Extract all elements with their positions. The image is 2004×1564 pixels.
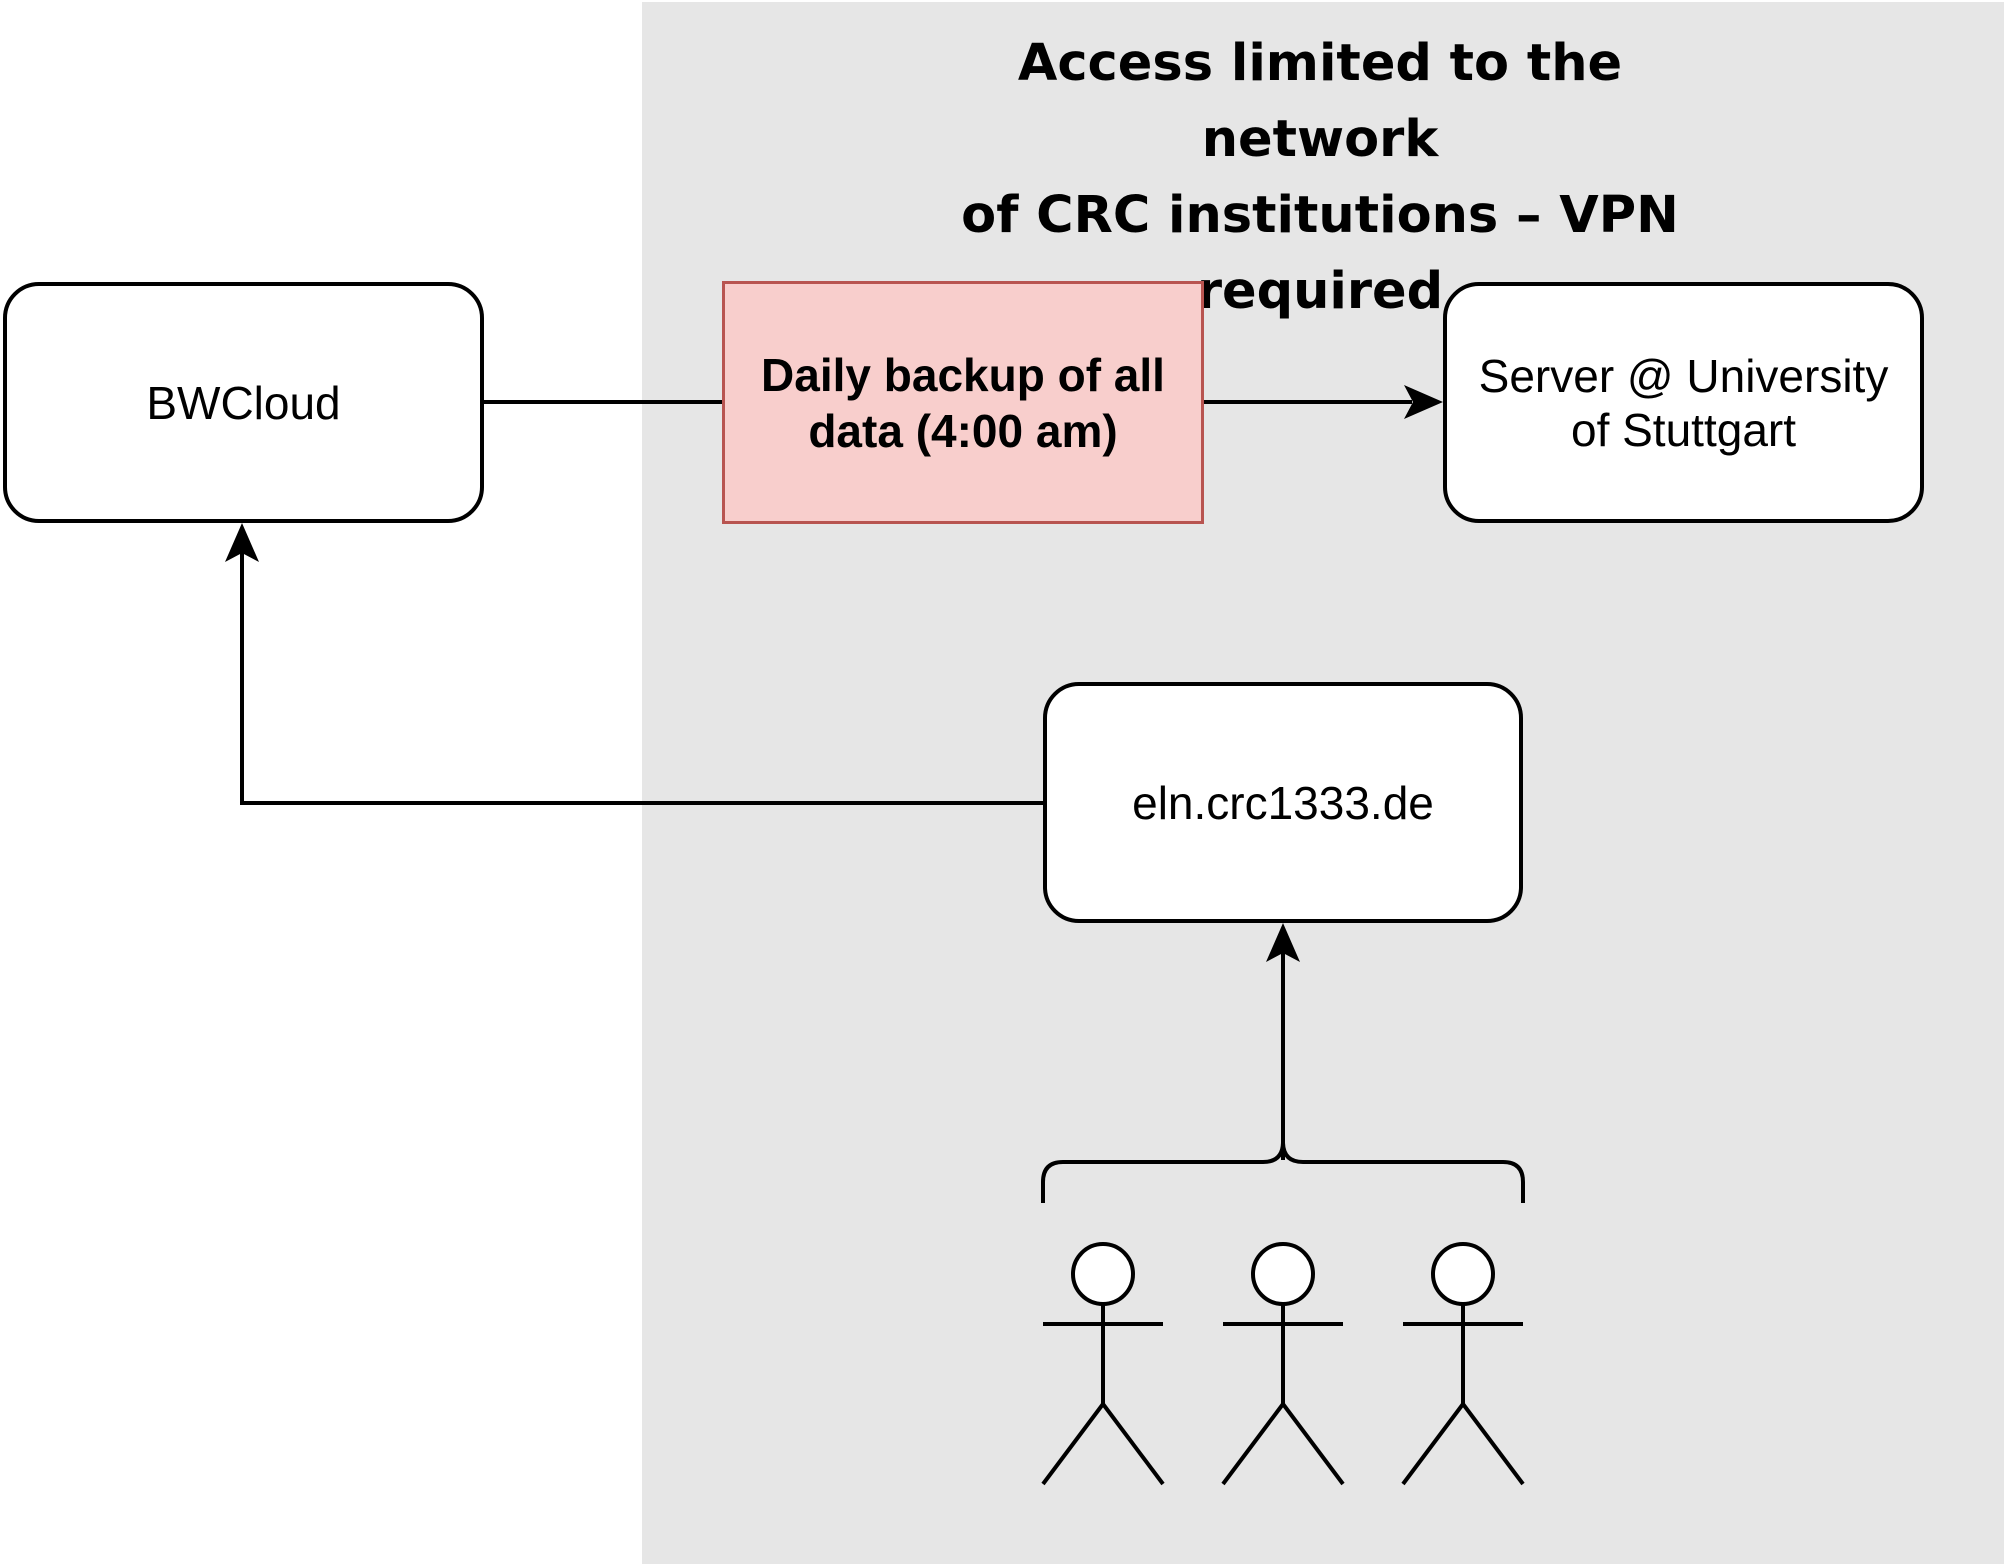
daily-backup-label-line: data (4:00 am) xyxy=(808,404,1118,457)
arrowhead-server xyxy=(1404,385,1443,419)
user-actor-icon xyxy=(1221,1242,1345,1486)
eln-node: eln.crc1333.de xyxy=(1043,682,1523,923)
server-label-line: of Stuttgart xyxy=(1570,403,1796,456)
user-actor-icon xyxy=(1041,1242,1165,1486)
daily-backup-node: Daily backup of all data (4:00 am) xyxy=(722,281,1204,524)
bwcloud-node: BWCloud xyxy=(3,282,484,523)
server-label-line: Server @ University xyxy=(1478,349,1889,402)
bwcloud-label: BWCloud xyxy=(146,376,341,429)
arrowhead-bwcloud xyxy=(225,523,259,562)
arrowhead-eln xyxy=(1266,923,1300,962)
daily-backup-label-line: Daily backup of all xyxy=(761,348,1165,401)
vpn-zone-title-line: required xyxy=(1196,262,1444,321)
edge-eln-to-bwcloud xyxy=(240,552,1043,805)
vpn-zone-title: Access limited to the network of CRC ins… xyxy=(900,26,1740,330)
user-actor-icon xyxy=(1401,1242,1525,1486)
server-node: Server @ University of Stuttgart xyxy=(1443,282,1924,523)
eln-label: eln.crc1333.de xyxy=(1132,776,1434,829)
vpn-zone-title-line: Access limited to the network xyxy=(1017,34,1623,169)
vpn-zone-title-line: of CRC institutions – VPN xyxy=(961,186,1679,245)
users-group-brace xyxy=(1041,1141,1525,1203)
